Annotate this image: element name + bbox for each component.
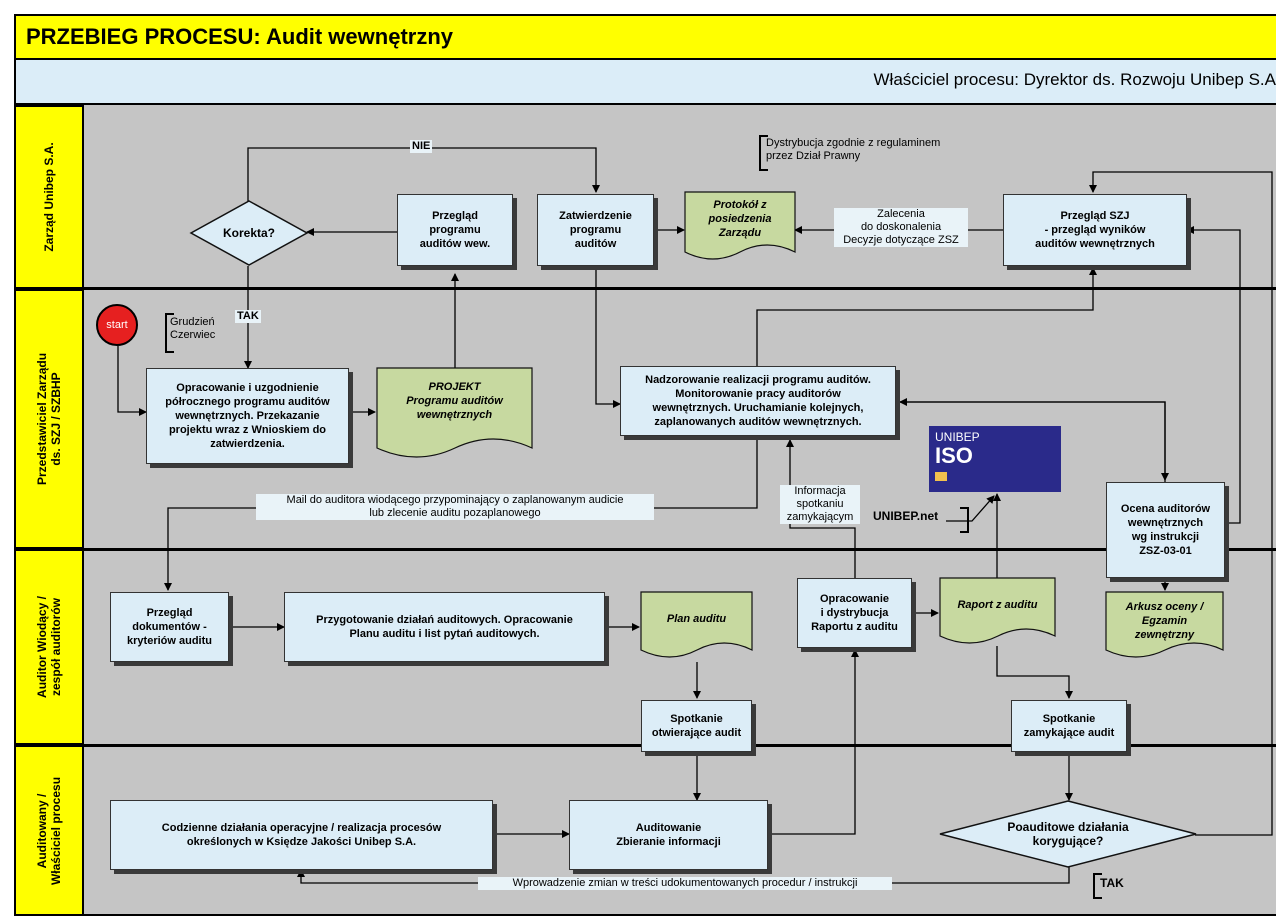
label-informacja: Informacja spotkaniu zamykającym bbox=[780, 485, 860, 524]
document-arkusz-oceny: Arkusz oceny / Egzamin zewnętrzny bbox=[1105, 591, 1224, 662]
document-text: Protokół z posiedzenia Zarządu bbox=[708, 199, 772, 239]
label-tak-top: TAK bbox=[235, 310, 261, 323]
document-text: Raport z auditu bbox=[957, 599, 1038, 611]
label-dystrybucja: Dystrybucja zgodnie z regulaminem przez … bbox=[766, 137, 941, 162]
iso-brand: UNIBEP bbox=[935, 430, 980, 444]
lane-label-zarzad: Zarząd Unibep S.A. bbox=[14, 105, 84, 289]
lane-divider bbox=[14, 287, 1276, 290]
label-mail: Mail do auditora wiodącego przypominając… bbox=[256, 494, 654, 520]
process-auditowanie: Auditowanie Zbieranie informacji bbox=[569, 800, 768, 870]
label-unibep-net: UNIBEP.net bbox=[873, 509, 939, 523]
process-owner: Właściciel procesu: Dyrektor ds. Rozwoju… bbox=[873, 70, 1276, 89]
lane-label-auditowany: Auditowany / Właściciel procesu bbox=[14, 745, 84, 916]
page-title: PRZEBIEG PROCESU: Audit wewnętrzny bbox=[26, 24, 454, 49]
start-schedule-note: Grudzień Czerwiec bbox=[170, 316, 216, 341]
label-zalecenia: Zalecenia do doskonalenia Decyzje dotycz… bbox=[834, 208, 968, 247]
unibep-iso-logo: UNIBEP ISO bbox=[929, 426, 1061, 492]
iso-name: ISO bbox=[935, 443, 973, 468]
document-projekt: PROJEKT Programu auditów wewnętrznych bbox=[376, 367, 533, 464]
process-opracowanie-programu: Opracowanie i uzgodnienie półrocznego pr… bbox=[146, 368, 349, 464]
title-bar: PRZEBIEG PROCESU: Audit wewnętrzny bbox=[14, 14, 1276, 60]
decision-korekta: Korekta? bbox=[189, 200, 309, 266]
lane-divider bbox=[14, 914, 1276, 916]
process-spotkanie-otwierajace: Spotkanie otwierające audit bbox=[641, 700, 752, 752]
label-tak-bottom: TAK bbox=[1100, 876, 1124, 890]
start-node: start bbox=[96, 304, 138, 346]
lane-divider bbox=[14, 548, 1276, 551]
document-text: PROJEKT Programu auditów wewnętrznych bbox=[406, 381, 503, 421]
document-text: Plan auditu bbox=[666, 613, 727, 625]
folder-icon bbox=[935, 472, 947, 481]
document-raport-z-auditu: Raport z auditu bbox=[939, 577, 1056, 648]
process-przeglad-programu: Przegląd programu auditów wew. bbox=[397, 194, 513, 266]
process-przygotowanie: Przygotowanie działań auditowych. Opraco… bbox=[284, 592, 605, 662]
document-plan-auditu: Plan auditu bbox=[640, 591, 753, 662]
decision-poauditowe: Poauditowe działania korygujące? bbox=[939, 800, 1197, 868]
process-codzienne-dzialania: Codzienne działania operacyjne / realiza… bbox=[110, 800, 493, 870]
document-protokol: Protokół z posiedzenia Zarządu bbox=[684, 191, 796, 264]
process-przeglad-szj: Przegląd SZJ - przegląd wyników auditów … bbox=[1003, 194, 1187, 266]
lane-label-przedstawiciel: Przedstawiciel Zarządu ds. SZJ / SZBHP bbox=[14, 289, 84, 549]
decision-text: Korekta? bbox=[222, 226, 275, 240]
process-zatwierdzenie: Zatwierdzenie programu auditów bbox=[537, 194, 654, 266]
decision-text: Poauditowe działania korygujące? bbox=[1007, 820, 1129, 848]
owner-bar: Właściciel procesu: Dyrektor ds. Rozwoju… bbox=[14, 60, 1276, 105]
label-nie: NIE bbox=[410, 140, 433, 153]
lane-label-auditor: Auditor Wiodący / zespół auditorów bbox=[14, 549, 84, 745]
label-wprowadzenie-zmian: Wprowadzenie zmian w treści udokumentowa… bbox=[478, 877, 892, 890]
process-ocena-auditorow: Ocena auditorów wewnętrznych wg instrukc… bbox=[1106, 482, 1225, 578]
process-spotkanie-zamykajace: Spotkanie zamykające audit bbox=[1011, 700, 1127, 752]
process-nadzorowanie: Nadzorowanie realizacji programu auditów… bbox=[620, 366, 896, 436]
document-text: Arkusz oceny / Egzamin zewnętrzny bbox=[1125, 601, 1204, 641]
process-przeglad-dokumentow: Przegląd dokumentów - kryteriów auditu bbox=[110, 592, 229, 662]
process-raport-dystrybucja: Opracowanie i dystrybucja Raportu z audi… bbox=[797, 578, 912, 648]
